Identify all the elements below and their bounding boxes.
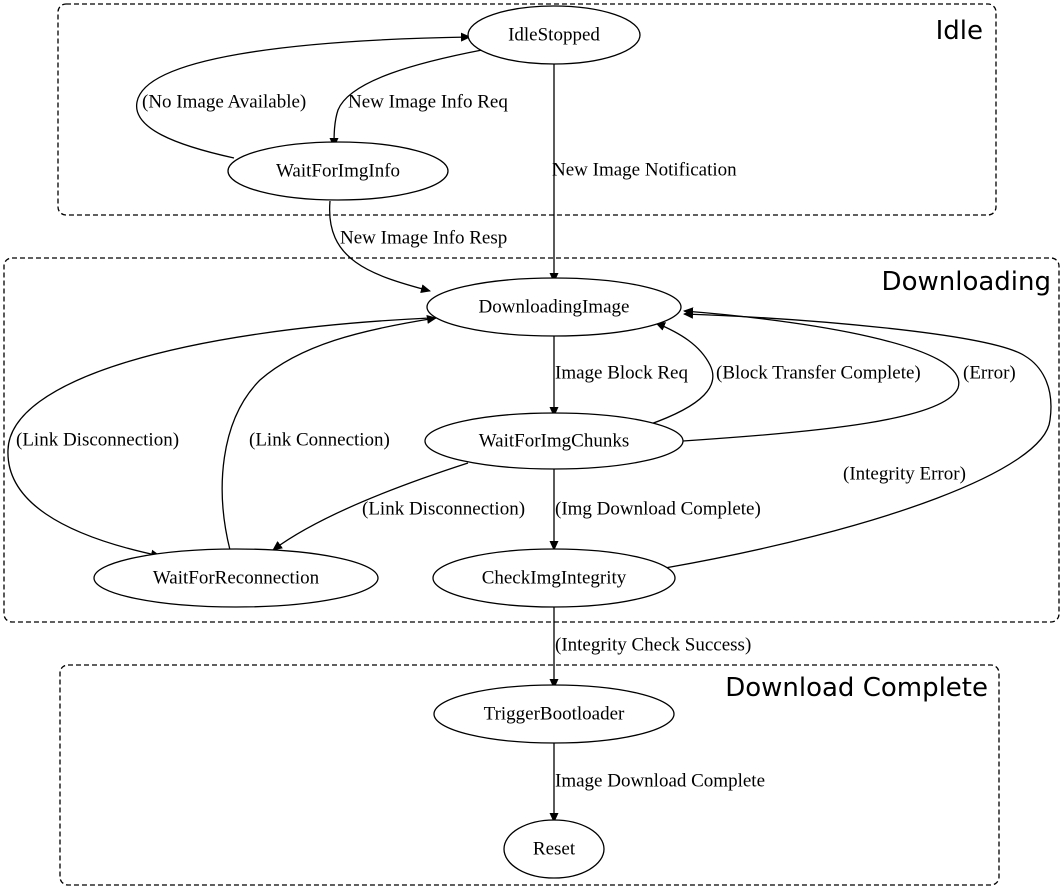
edge-downloading-to-reconnection	[7, 317, 431, 559]
cluster-idle-border	[57, 3, 997, 216]
label-img-download-complete: (Img Download Complete)	[555, 498, 761, 519]
label-link-disconnection-left: (Link Disconnection)	[16, 429, 179, 450]
label-integrity-check-success: (Integrity Check Success)	[555, 634, 751, 655]
edge-wait-info-to-idle	[136, 32, 471, 159]
label-block-transfer-complete: (Block Transfer Complete)	[716, 362, 921, 383]
node-check-img-integrity-label: CheckImgIntegrity	[482, 567, 627, 588]
edge-reconnection-to-downloading	[221, 314, 437, 551]
edge-wait-info-to-downloading	[329, 200, 431, 294]
node-idle-stopped-label: IdleStopped	[508, 24, 600, 45]
node-idle-stopped: IdleStopped	[467, 5, 641, 65]
edge-chunks-to-downloading-block	[647, 322, 714, 426]
label-link-disconnection-center: (Link Disconnection)	[362, 498, 525, 519]
cluster-download-complete: Download Complete	[59, 664, 1000, 886]
edge-chunks-to-downloading-error	[682, 307, 960, 442]
node-reset: Reset	[503, 819, 605, 879]
node-wait-for-img-info-label: WaitForImgInfo	[276, 160, 400, 181]
cluster-idle-title: Idle	[936, 16, 983, 46]
node-wait-for-img-chunks-shape	[424, 412, 684, 470]
label-image-block-req: Image Block Req	[555, 362, 688, 383]
node-wait-for-reconnection-label: WaitForReconnection	[153, 567, 320, 588]
edge-labels: (No Image Available) New Image Info Req …	[16, 91, 1016, 791]
label-new-image-info-resp: New Image Info Resp	[340, 227, 507, 248]
node-reset-label: Reset	[533, 838, 576, 859]
node-downloading-image-label: DownloadingImage	[479, 296, 630, 317]
node-trigger-bootloader: TriggerBootloader	[433, 684, 675, 744]
node-reset-shape	[503, 819, 605, 879]
label-image-download-complete: Image Download Complete	[555, 770, 765, 791]
node-wait-for-img-chunks: WaitForImgChunks	[424, 412, 684, 470]
node-idle-stopped-shape	[467, 5, 641, 65]
node-wait-for-img-info: WaitForImgInfo	[227, 141, 449, 201]
node-check-img-integrity-shape	[432, 548, 676, 608]
node-trigger-bootloader-shape	[433, 684, 675, 744]
edge-chunks-to-reconnection	[272, 462, 469, 551]
node-wait-for-reconnection-shape	[93, 548, 379, 608]
cluster-download-complete-title: Download Complete	[725, 673, 988, 703]
node-downloading-image-shape	[426, 277, 682, 337]
label-integrity-error: (Integrity Error)	[843, 463, 966, 484]
label-link-connection: (Link Connection)	[249, 429, 390, 450]
cluster-idle: Idle	[57, 3, 997, 216]
label-no-image-available: (No Image Available)	[142, 91, 306, 112]
cluster-downloading-title: Downloading	[882, 267, 1051, 297]
label-error: (Error)	[963, 362, 1016, 383]
node-wait-for-img-chunks-label: WaitForImgChunks	[479, 430, 629, 451]
edge-check-to-downloading	[664, 309, 1052, 569]
edges	[7, 32, 1052, 823]
node-check-img-integrity: CheckImgIntegrity	[432, 548, 676, 608]
node-trigger-bootloader-label: TriggerBootloader	[484, 703, 625, 724]
node-wait-for-reconnection: WaitForReconnection	[93, 548, 379, 608]
label-new-image-notification: New Image Notification	[552, 159, 737, 180]
node-wait-for-img-info-shape	[227, 141, 449, 201]
edge-idle-to-wait-info	[329, 49, 483, 148]
cluster-downloading-border	[3, 257, 1060, 623]
label-new-image-info-req: New Image Info Req	[348, 91, 508, 112]
node-downloading-image: DownloadingImage	[426, 277, 682, 337]
cluster-downloading: Downloading	[3, 257, 1060, 623]
